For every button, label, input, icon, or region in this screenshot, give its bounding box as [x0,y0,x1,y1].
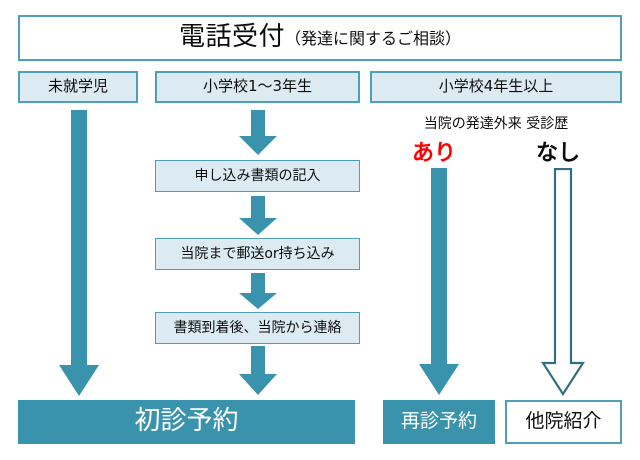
arrow-step2-to-step3 [239,273,277,309]
process-step-box-3: 書類到着後、当院から連絡 [155,312,360,344]
outcome-box-referral: 他院紹介 [505,400,622,444]
branch-label-yes: あり [394,135,474,167]
decision-question-text: 当院の発達外来 受診歴 [423,116,569,132]
category-box-grade4plus: 小学校4年生以上 [370,71,622,103]
branch-yes-text: あり [411,141,456,166]
arrow-no-to-referral [541,168,585,396]
process-step-box-1: 申し込み書類の記入 [155,160,360,192]
branch-label-no: なし [518,135,598,167]
category-label-grades1-3: 小学校1〜3年生 [202,77,313,96]
flowchart-title-box: 電話受付（発達に関するご相談） [18,15,622,61]
arrow-yes-to-followup-visit [419,168,459,395]
outcome-label-first-visit: 初診予約 [134,406,239,437]
outcome-label-referral: 他院紹介 [525,410,602,433]
category-box-grades1-3: 小学校1〜3年生 [155,71,360,103]
process-step-box-2: 当院まで郵送or持ち込み [155,238,360,270]
arrow-preschool-to-first-visit [59,110,99,396]
title-main-text: 電話受付 [178,22,285,53]
arrow-step3-to-first-visit [239,346,277,395]
category-label-preschool: 未就学児 [47,77,108,96]
category-box-preschool: 未就学児 [18,71,138,103]
arrow-step1-to-step2 [239,196,277,235]
process-step-label-1: 申し込み書類の記入 [194,167,321,184]
arrow-grades1-3-to-step1 [239,110,277,155]
title-sub-text: （発達に関するご相談） [285,29,462,49]
process-step-label-2: 当院まで郵送or持ち込み [180,245,335,262]
process-step-label-3: 書類到着後、当院から連絡 [173,319,342,336]
outcome-box-first-visit: 初診予約 [18,400,355,444]
branch-no-text: なし [535,141,580,166]
outcome-label-followup-visit: 再診予約 [400,410,477,433]
decision-question-label: 当院の発達外来 受診歴 [370,113,622,133]
category-label-grade4plus: 小学校4年生以上 [438,77,554,96]
outcome-box-followup-visit: 再診予約 [383,400,495,444]
